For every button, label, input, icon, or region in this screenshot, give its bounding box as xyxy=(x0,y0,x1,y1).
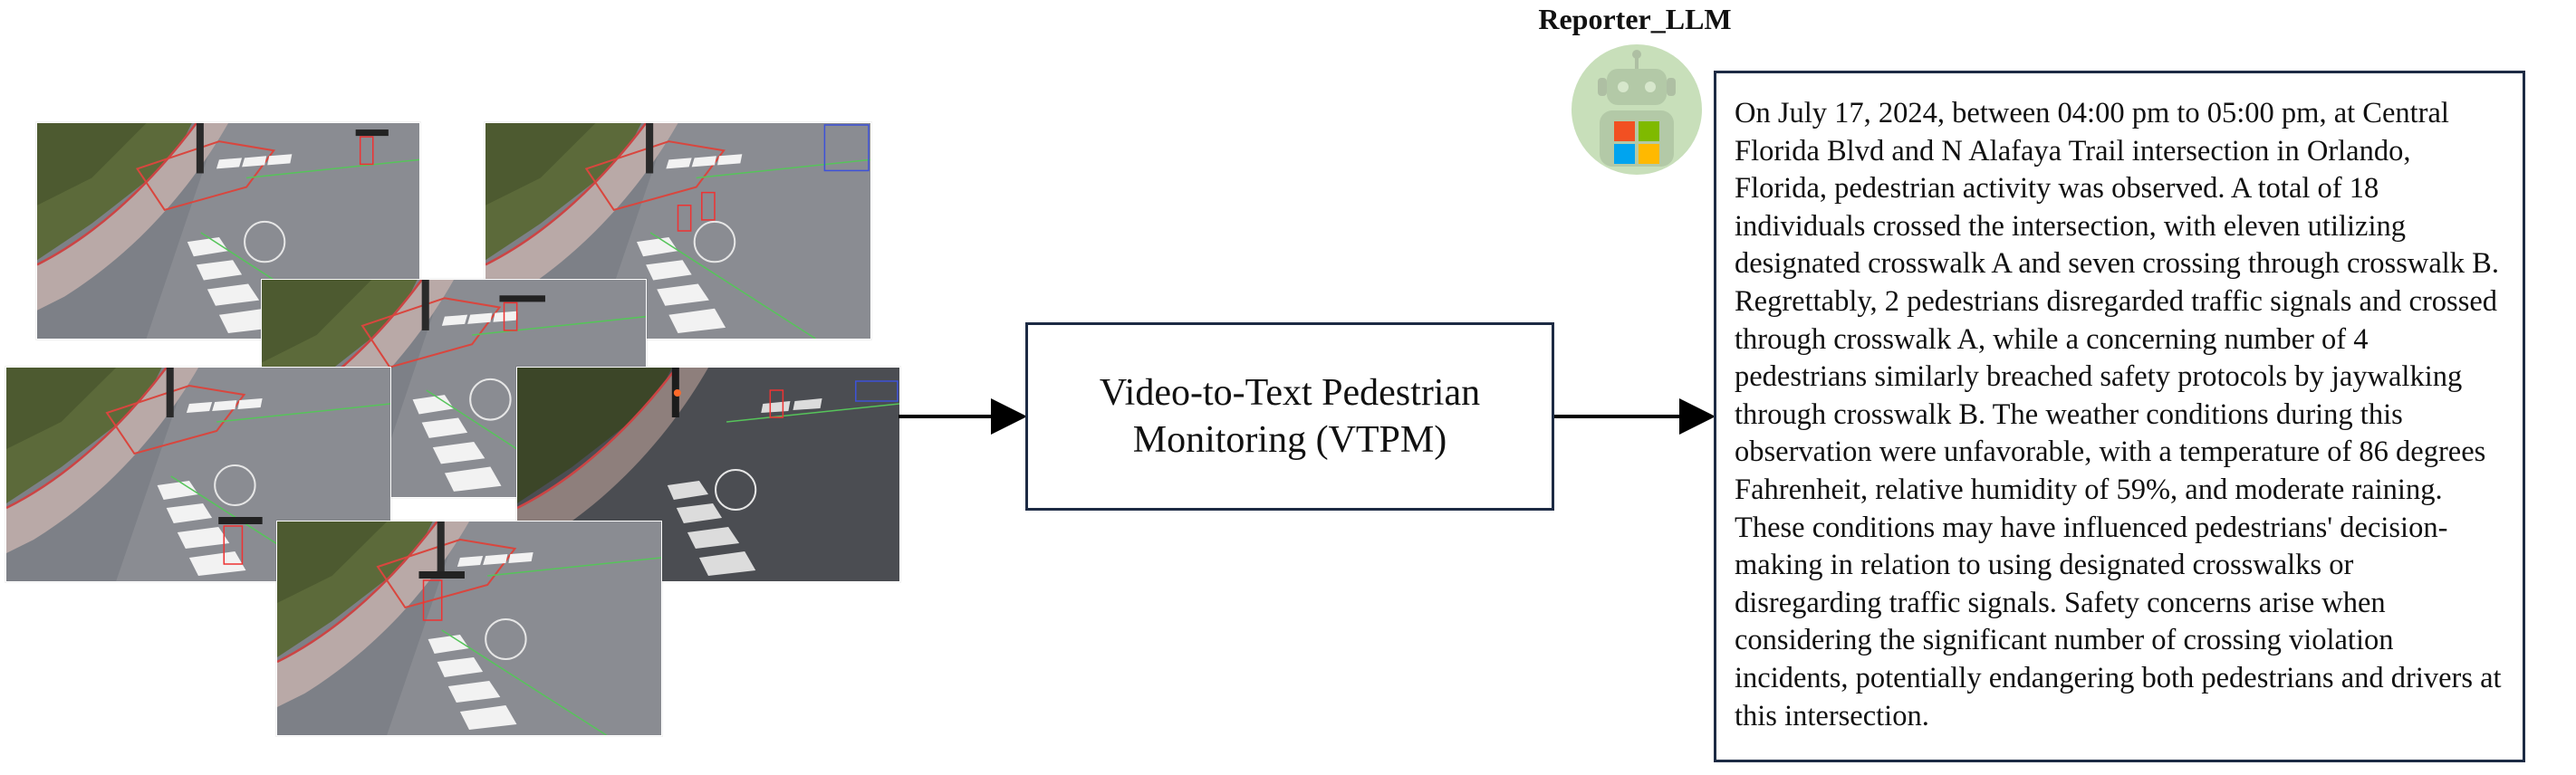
logo-tile-blue xyxy=(1614,144,1635,164)
camera-frame-4 xyxy=(5,367,391,582)
logo-tile-red xyxy=(1614,121,1635,141)
camera-frame-1 xyxy=(36,122,420,340)
reporter-title: Reporter_LLM xyxy=(1538,3,1732,35)
vtpm-box: Video-to-Text Pedestrian Monitoring (VTP… xyxy=(1025,322,1554,511)
report-box: On July 17, 2024, between 04:00 pm to 05… xyxy=(1714,71,2525,762)
camera-frame-2 xyxy=(485,122,871,340)
logo-tile-green xyxy=(1639,121,1659,141)
vtpm-title-line2: Monitoring (VTPM) xyxy=(1132,419,1447,461)
report-text: On July 17, 2024, between 04:00 pm to 05… xyxy=(1735,97,2502,732)
robot-icon xyxy=(1571,43,1703,176)
vtpm-title-line1: Video-to-Text Pedestrian xyxy=(1099,372,1481,414)
camera-frame-6 xyxy=(276,521,662,736)
logo-tile-yellow xyxy=(1639,144,1659,164)
